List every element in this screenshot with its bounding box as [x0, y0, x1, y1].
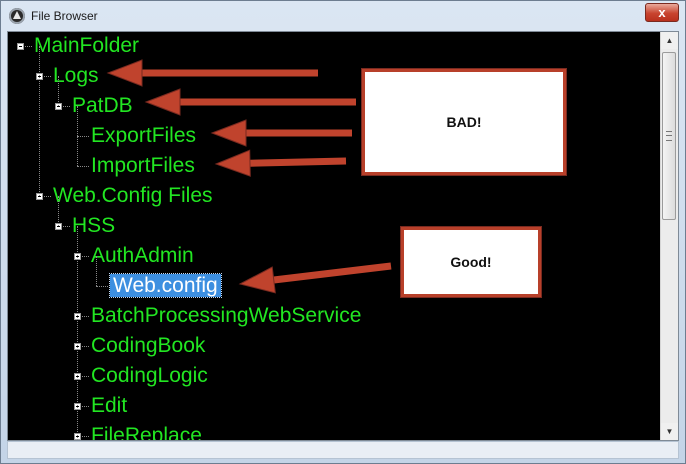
tree-node[interactable]: ImportFiles [91, 152, 195, 180]
tree-node-label[interactable]: ExportFiles [91, 124, 197, 147]
tree-node[interactable]: Edit [91, 392, 127, 420]
tree-node[interactable]: FileReplace [91, 422, 202, 441]
tree-node[interactable]: Web.Config Files [53, 182, 213, 210]
tree-connector [58, 226, 70, 227]
annotation-arrow-head [238, 266, 276, 294]
annotation-arrow-head [214, 149, 251, 177]
status-strip [7, 441, 679, 459]
grip-icon [666, 131, 672, 141]
tree-node-label[interactable]: AuthAdmin [91, 244, 194, 267]
good-callout: Good! [401, 227, 541, 297]
scroll-thumb[interactable] [662, 52, 676, 220]
tree-node-label[interactable]: CodingBook [91, 334, 206, 357]
tree-node[interactable]: AuthAdmin [91, 242, 194, 270]
title-bar[interactable]: File Browser x [1, 1, 685, 31]
tree-node[interactable]: BatchProcessingWebService [91, 302, 361, 330]
tree-node-label[interactable]: FileReplace [91, 424, 202, 441]
tree-node-label[interactable]: Logs [53, 64, 99, 87]
tree-connector [96, 286, 108, 287]
tree-node-label[interactable]: CodingLogic [91, 364, 208, 387]
tree-node-label[interactable]: Edit [91, 394, 128, 417]
tree-guide-line [58, 196, 59, 226]
tree-node[interactable]: MainFolder [34, 32, 139, 60]
tree-guide-line [96, 256, 97, 286]
tree-node[interactable]: CodingLogic [91, 362, 208, 390]
tree-connector [20, 46, 32, 47]
tree-connector [77, 316, 89, 317]
tree-connector [77, 136, 89, 137]
tree-node-label[interactable]: PatDB [72, 94, 133, 117]
tree-connector [58, 106, 70, 107]
tree-node[interactable]: PatDB [72, 92, 133, 120]
tree-node-label[interactable]: ImportFiles [91, 154, 195, 177]
close-button[interactable]: x [645, 3, 679, 22]
tree-connector [39, 76, 51, 77]
tree-guide-line [77, 106, 78, 166]
tree-node[interactable]: CodingBook [91, 332, 205, 360]
tree-connector [77, 166, 89, 167]
vertical-scrollbar[interactable]: ▲ ▼ [660, 32, 678, 440]
annotation-arrow-head [144, 88, 181, 116]
bad-callout-label: BAD! [446, 114, 482, 130]
tree-node-label[interactable]: HSS [72, 214, 116, 237]
tree-node-label[interactable]: MainFolder [34, 34, 140, 57]
window-title: File Browser [31, 9, 98, 23]
good-callout-label: Good! [450, 254, 492, 270]
tree-connector [77, 406, 89, 407]
tree-guide-line [58, 76, 59, 106]
tree-connector [77, 376, 89, 377]
tree-connector [39, 196, 51, 197]
scroll-down-icon[interactable]: ▼ [661, 423, 678, 440]
annotation-arrow-head [210, 119, 247, 147]
bad-callout: BAD! [362, 69, 566, 175]
scroll-up-icon[interactable]: ▲ [661, 32, 678, 49]
tree-connector [77, 436, 89, 437]
tree-node-label[interactable]: Web.Config Files [53, 184, 213, 207]
tree-node[interactable]: ExportFiles [91, 122, 196, 150]
tree-guide-line [39, 46, 40, 196]
tree-node[interactable]: Logs [53, 62, 99, 90]
tree-node[interactable]: HSS [72, 212, 115, 240]
tree-node[interactable]: Web.config [109, 272, 222, 300]
tree-connector [77, 346, 89, 347]
tree-node-label[interactable]: Web.config [109, 273, 222, 298]
annotation-arrow-shaft [273, 262, 392, 284]
collapse-icon[interactable] [17, 43, 24, 50]
app-icon [9, 8, 25, 24]
annotation-arrow-head [106, 59, 143, 87]
tree-connector [77, 256, 89, 257]
tree-guide-line [77, 226, 78, 440]
annotation-arrow-shaft [249, 157, 347, 167]
tree-node-label[interactable]: BatchProcessingWebService [91, 304, 362, 327]
